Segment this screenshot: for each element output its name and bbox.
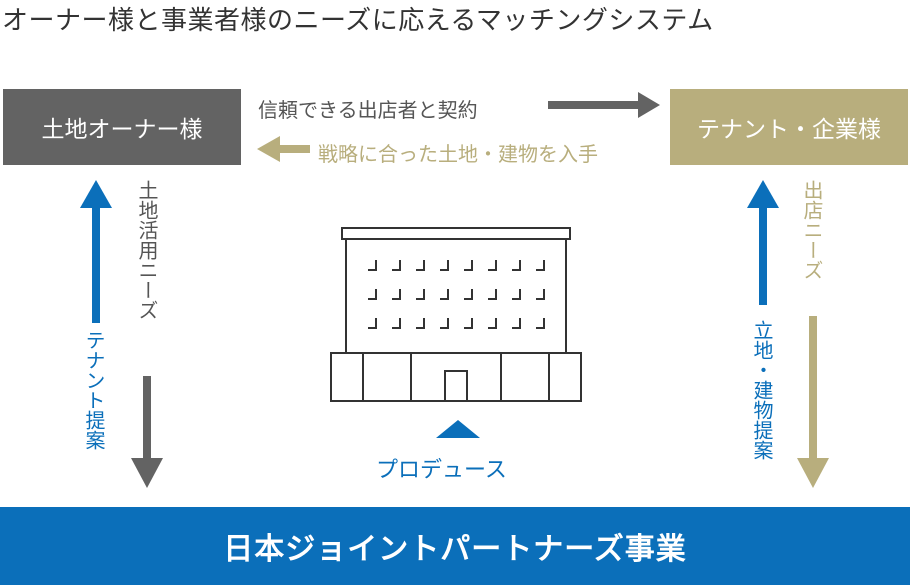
owner-needs-label: 土地活用ニーズ (135, 180, 159, 320)
produce-label: プロデュース (376, 458, 507, 483)
tenant-proposal-label: テナント提案 (82, 330, 106, 450)
tenant-to-owner-label: 戦略に合った土地・建物を入手 (318, 142, 598, 166)
land-proposal-label: 立地・建物提案 (750, 320, 774, 460)
arrow-up-blue-left (80, 180, 112, 323)
owner-label: 土地オーナー様 (41, 117, 203, 143)
page-title: オーナー様と事業者様のニーズに応えるマッチングシステム (2, 6, 714, 36)
arrow-down-gold-right (797, 316, 829, 488)
arrow-left-gold (257, 136, 310, 162)
owner-to-tenant-label: 信頼できる出店者と契約 (258, 98, 478, 122)
building-icon (330, 227, 582, 402)
owner-box: 土地オーナー様 (3, 89, 241, 165)
tenant-label: テナント・企業様 (697, 117, 881, 143)
produce-triangle (436, 420, 480, 438)
arrow-up-blue-right (747, 180, 779, 305)
arrow-right-gray (548, 92, 660, 118)
bottom-label: 日本ジョイントパートナーズ事業 (223, 532, 687, 567)
bottom-banner: 日本ジョイントパートナーズ事業 (0, 507, 910, 585)
tenant-needs-label: 出店ニーズ (800, 180, 824, 280)
arrow-down-gray-left (131, 376, 163, 488)
tenant-box: テナント・企業様 (670, 89, 908, 165)
